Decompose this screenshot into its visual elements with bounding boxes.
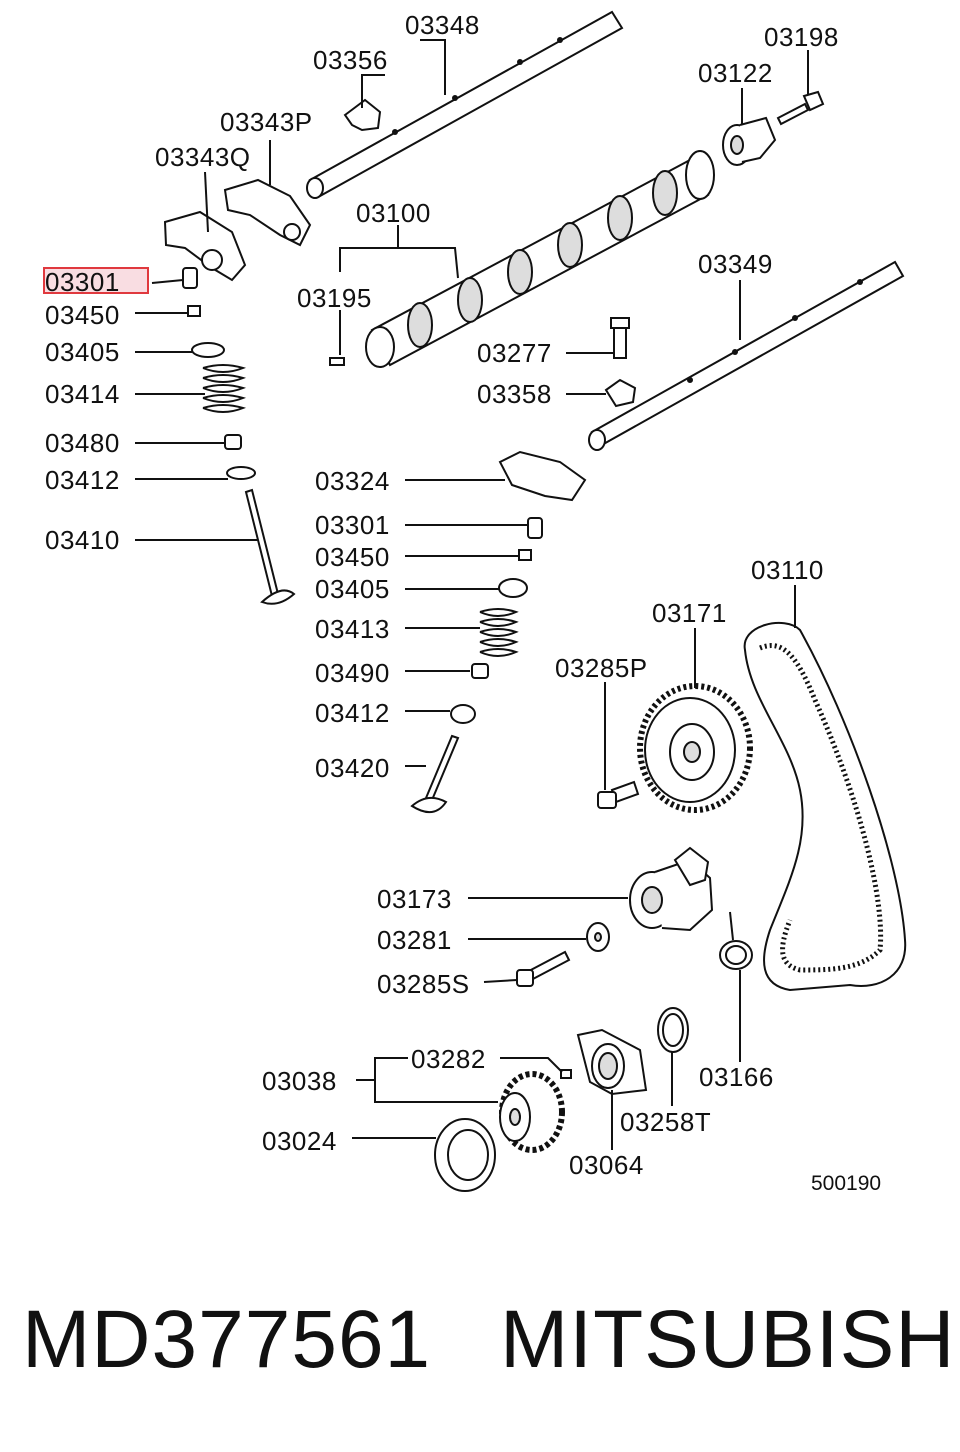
rocker-arm-q xyxy=(163,210,247,282)
label-03324: 03324 xyxy=(315,466,390,496)
label-03301-lower: 03301 xyxy=(315,510,390,540)
timing-belt xyxy=(743,621,907,992)
label-03195: 03195 xyxy=(297,283,372,313)
crank-sprocket xyxy=(499,1071,565,1153)
rocker-arm-intake xyxy=(498,450,587,502)
exhaust-valve xyxy=(244,488,296,605)
label-03358: 03358 xyxy=(477,379,552,409)
rocker-shaft-upper xyxy=(306,10,624,199)
crank-plate xyxy=(576,1028,648,1096)
label-03281: 03281 xyxy=(377,925,452,955)
label-03038: 03038 xyxy=(262,1066,337,1096)
label-03166: 03166 xyxy=(699,1062,774,1092)
label-03450-upper: 03450 xyxy=(45,300,120,330)
valve-spring-lower xyxy=(479,608,519,657)
dowel-pin xyxy=(329,357,345,366)
figure-number: 500190 xyxy=(811,1172,881,1195)
leader-lines xyxy=(135,39,809,1150)
parts-exploded-diagram: 03348 03356 03198 03122 03343P 03343Q 03… xyxy=(43,10,907,1195)
label-03343Q: 03343Q xyxy=(155,142,251,172)
label-03285S: 03285S xyxy=(377,969,470,999)
rocker-bolt xyxy=(610,317,630,359)
camshaft-sprocket xyxy=(637,683,753,813)
label-03356: 03356 xyxy=(313,45,388,75)
spring-retainer-upper xyxy=(191,342,225,358)
rocker-arm-p xyxy=(223,178,312,247)
valve-seal-upper xyxy=(224,434,242,450)
crank-seal-ring xyxy=(657,1007,689,1053)
label-03420: 03420 xyxy=(315,753,390,783)
intake-valve xyxy=(410,734,460,813)
belt-tensioner xyxy=(629,846,714,932)
rocker-clip xyxy=(604,378,637,408)
valve-spring-upper xyxy=(202,364,247,413)
label-03173: 03173 xyxy=(377,884,452,914)
label-03349: 03349 xyxy=(698,249,773,279)
part-number: MD377561 xyxy=(22,1294,432,1385)
adjuster-screw-lower xyxy=(527,517,543,539)
label-03412-upper: 03412 xyxy=(45,465,120,495)
adjuster-screw-upper xyxy=(182,267,198,289)
label-03450-lower: 03450 xyxy=(315,542,390,572)
label-03414: 03414 xyxy=(45,379,120,409)
brand-name: MITSUBISHI xyxy=(500,1294,960,1385)
label-03301-highlighted: 03301 xyxy=(45,267,120,297)
label-03412-lower: 03412 xyxy=(315,698,390,728)
label-03171: 03171 xyxy=(652,598,727,628)
label-03285P: 03285P xyxy=(555,653,648,683)
tensioner-bolt xyxy=(516,950,571,987)
tensioner-washer xyxy=(586,922,610,952)
product-caption: MD377561 MITSUBISHI xyxy=(22,1290,960,1390)
label-03064: 03064 xyxy=(569,1150,644,1180)
label-03198: 03198 xyxy=(764,22,839,52)
label-03258T: 03258T xyxy=(620,1107,711,1137)
label-03122: 03122 xyxy=(698,58,773,88)
tensioner-spring xyxy=(719,911,753,970)
spring-retainer-lower xyxy=(498,578,528,598)
woodruff-key xyxy=(560,1069,572,1079)
camshaft-bolt xyxy=(776,90,825,126)
sprocket-bolt xyxy=(597,780,640,809)
label-03410: 03410 xyxy=(45,525,120,555)
label-03277: 03277 xyxy=(477,338,552,368)
valve-seal-lower xyxy=(471,663,489,679)
label-03110: 03110 xyxy=(751,555,824,585)
adjuster-nut-upper xyxy=(187,305,201,317)
rocker-shaft-lower xyxy=(588,260,905,451)
label-03413: 03413 xyxy=(315,614,390,644)
callout-labels: 03348 03356 03198 03122 03343P 03343Q 03… xyxy=(45,10,881,1195)
camshaft xyxy=(365,150,715,368)
label-03348: 03348 xyxy=(405,10,480,40)
label-03490: 03490 xyxy=(315,658,390,688)
label-03405-lower: 03405 xyxy=(315,574,390,604)
shaft-clip xyxy=(343,98,382,132)
highlight-box xyxy=(43,267,149,294)
adjuster-nut-lower xyxy=(518,549,532,561)
label-03024: 03024 xyxy=(262,1126,337,1156)
label-03405-upper: 03405 xyxy=(45,337,120,367)
spring-seat-lower xyxy=(450,704,476,724)
label-03282: 03282 xyxy=(411,1044,486,1074)
label-03100: 03100 xyxy=(356,198,431,228)
label-03343P: 03343P xyxy=(220,107,313,137)
label-03480: 03480 xyxy=(45,428,120,458)
crank-flange xyxy=(434,1118,496,1192)
camshaft-bushing xyxy=(722,116,777,166)
spring-seat-upper xyxy=(226,466,256,480)
